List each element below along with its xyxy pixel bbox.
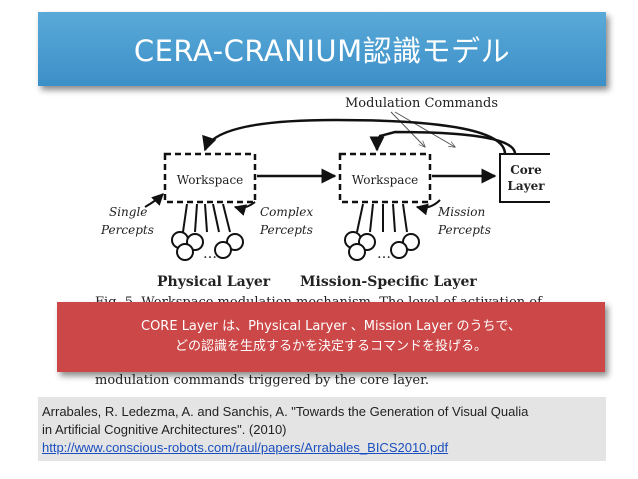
workspace-right-box xyxy=(338,152,432,204)
reference-line2: in Artificial Cognitive Architectures". … xyxy=(42,422,287,437)
feedback-arrow-physical xyxy=(202,118,507,155)
complex-percepts-line1: Complex xyxy=(260,205,313,219)
ellipsis-right: … xyxy=(377,246,391,262)
single-percepts-arrow xyxy=(144,193,164,208)
architecture-diagram: Modulation Commands Workspace Workspace … xyxy=(95,92,553,392)
single-percepts-line2: Percepts xyxy=(100,223,154,237)
mission-layer-label: Mission-Specific Layer xyxy=(300,274,477,290)
caption-bottom: modulation commands triggered by the cor… xyxy=(95,373,429,388)
workspace-left-box xyxy=(163,152,257,204)
complex-percepts-arrow xyxy=(233,201,256,216)
modulation-pointer-left xyxy=(390,111,425,147)
single-percepts-line1: Single xyxy=(109,205,147,219)
feedback-arrow-mission xyxy=(369,130,517,155)
core-layer-label-line1: Core xyxy=(510,163,542,177)
reference-line1: Arrabales, R. Ledezma, A. and Sanchis, A… xyxy=(42,404,529,419)
modulation-commands-label: Modulation Commands xyxy=(345,96,498,111)
title-banner: CERA-CRANIUM認識モデル xyxy=(38,12,606,86)
workspace-right-label: Workspace xyxy=(352,173,419,187)
mission-percepts-line2: Percepts xyxy=(437,223,491,237)
modulation-pointer-right xyxy=(394,111,455,147)
reference-link[interactable]: http://www.conscious-robots.com/raul/pap… xyxy=(42,440,449,455)
diagram-svg: Modulation Commands Workspace Workspace … xyxy=(95,96,553,388)
ellipsis-left: … xyxy=(203,246,217,262)
reference-box: Arrabales, R. Ledezma, A. and Sanchis, A… xyxy=(38,397,606,461)
workspace-left-label: Workspace xyxy=(177,173,244,187)
callout-line2: どの認識を生成するかを決定するコマンドを投げる。 xyxy=(174,339,487,354)
mission-percepts-arrow xyxy=(415,199,441,216)
core-layer-box xyxy=(499,153,553,203)
core-layer-label-line2: Layer xyxy=(507,179,545,193)
callout-line1: CORE Layer は、Physical Laryer 、Mission La… xyxy=(141,319,521,334)
mission-processors-cluster xyxy=(344,203,420,261)
physical-layer-label: Physical Layer xyxy=(157,274,271,290)
mission-percepts-line1: Mission xyxy=(437,205,485,219)
complex-percepts-line2: Percepts xyxy=(259,223,313,237)
slide-title: CERA-CRANIUM認識モデル xyxy=(133,34,511,68)
explanation-callout: CORE Layer は、Physical Laryer 、Mission La… xyxy=(57,302,605,372)
physical-processors-cluster xyxy=(171,203,244,261)
